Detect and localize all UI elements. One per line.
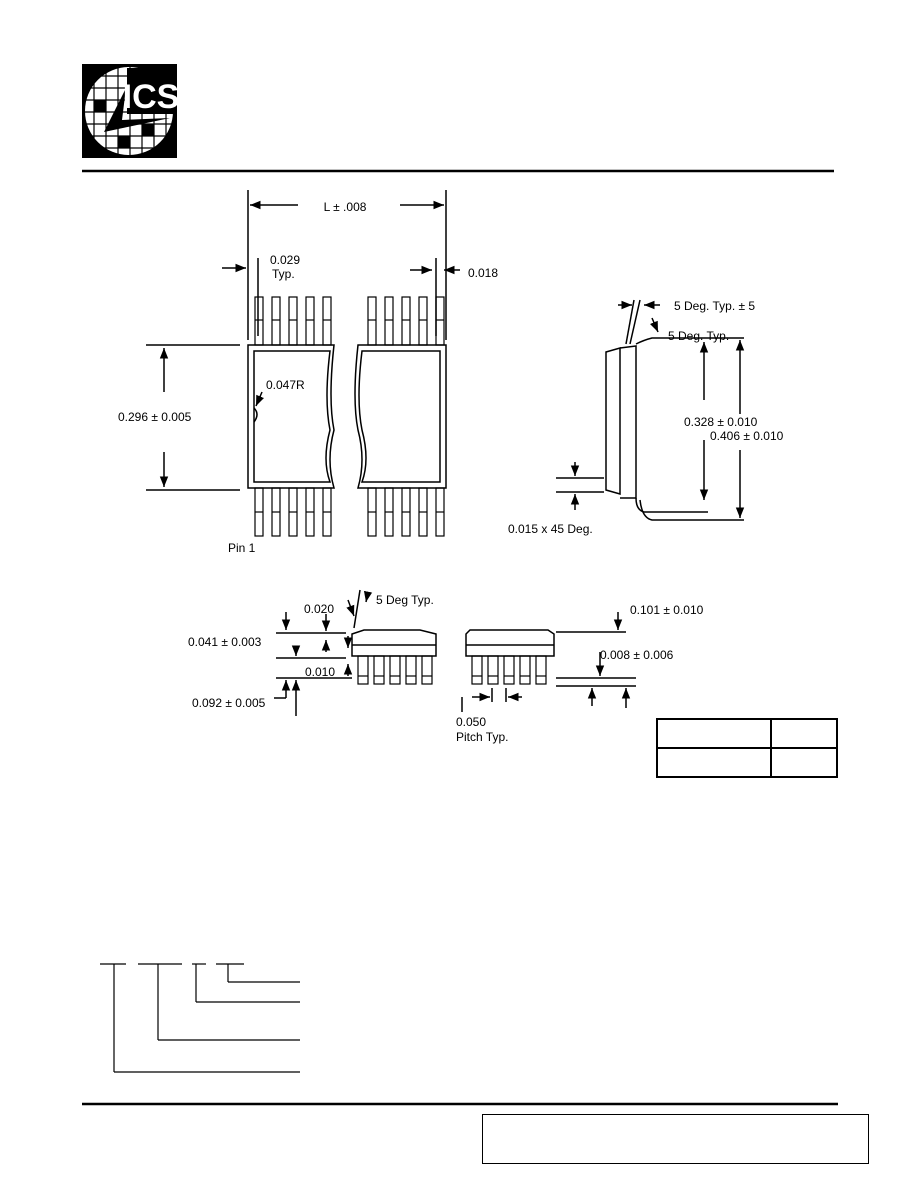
footer-box — [482, 1114, 869, 1164]
side-lead — [421, 655, 433, 685]
top-lead — [271, 296, 281, 346]
dim-010-label: 0.010 — [305, 665, 335, 679]
top-lead — [435, 296, 445, 346]
table-divider-horizontal — [658, 747, 836, 749]
lead-width-note: Typ. — [272, 267, 295, 281]
side-leads — [357, 655, 547, 685]
ics-logo: ICS — [82, 64, 179, 158]
table-divider-vertical — [770, 720, 772, 776]
end-lead-angle-label: 5 Deg. Typ. ± 5 — [674, 299, 755, 313]
corner-radius-label: 0.047R — [266, 378, 305, 392]
top-lead — [418, 296, 428, 346]
side-lead — [519, 655, 531, 685]
logo-text: ICS — [123, 78, 180, 116]
side-lead — [487, 655, 499, 685]
end-lead-angle2-label: 5 Deg. Typ. — [668, 329, 729, 343]
top-lead — [288, 296, 298, 346]
top-leads — [254, 296, 445, 537]
side-lead — [357, 655, 369, 685]
side-lead-angle-label: 5 Deg Typ. — [376, 593, 434, 607]
pin1-label: Pin 1 — [228, 541, 256, 555]
dimension-labels: L ± .008 0.029 Typ. 0.018 0.296 ± 0.005 … — [118, 200, 784, 744]
top-view — [146, 190, 460, 491]
lead-width-label: 0.029 — [270, 253, 300, 267]
outer-width-label: 0.406 ± 0.010 — [710, 429, 784, 443]
dimension-table — [656, 718, 838, 778]
side-view — [274, 589, 636, 716]
standoff-label: 0.008 ± 0.006 — [600, 648, 674, 662]
top-lead — [367, 296, 377, 346]
pitch-label: 0.050 — [456, 715, 486, 729]
side-lead — [503, 655, 515, 685]
lead-gap-label: 0.018 — [468, 266, 498, 280]
dim-041-label: 0.041 ± 0.003 — [188, 635, 262, 649]
side-lead — [535, 655, 547, 685]
dim-092-label: 0.092 ± 0.005 — [192, 696, 266, 710]
side-lead — [389, 655, 401, 685]
side-lead — [405, 655, 417, 685]
top-lead — [305, 296, 315, 346]
top-lead — [401, 296, 411, 346]
pitch-note: Pitch Typ. — [456, 730, 508, 744]
dim-020-label: 0.020 — [304, 602, 334, 616]
length-label: L ± .008 — [324, 200, 367, 214]
inner-width-label: 0.328 ± 0.010 — [684, 415, 758, 429]
height-label: 0.101 ± 0.010 — [630, 603, 704, 617]
end-view — [556, 299, 745, 521]
top-lead — [254, 296, 264, 346]
chamfer-label: 0.015 x 45 Deg. — [508, 522, 593, 536]
side-lead — [471, 655, 483, 685]
top-lead — [322, 296, 332, 346]
top-lead — [384, 296, 394, 346]
side-lead — [373, 655, 385, 685]
body-width-label: 0.296 ± 0.005 — [118, 410, 192, 424]
ordering-tree — [100, 963, 300, 1073]
